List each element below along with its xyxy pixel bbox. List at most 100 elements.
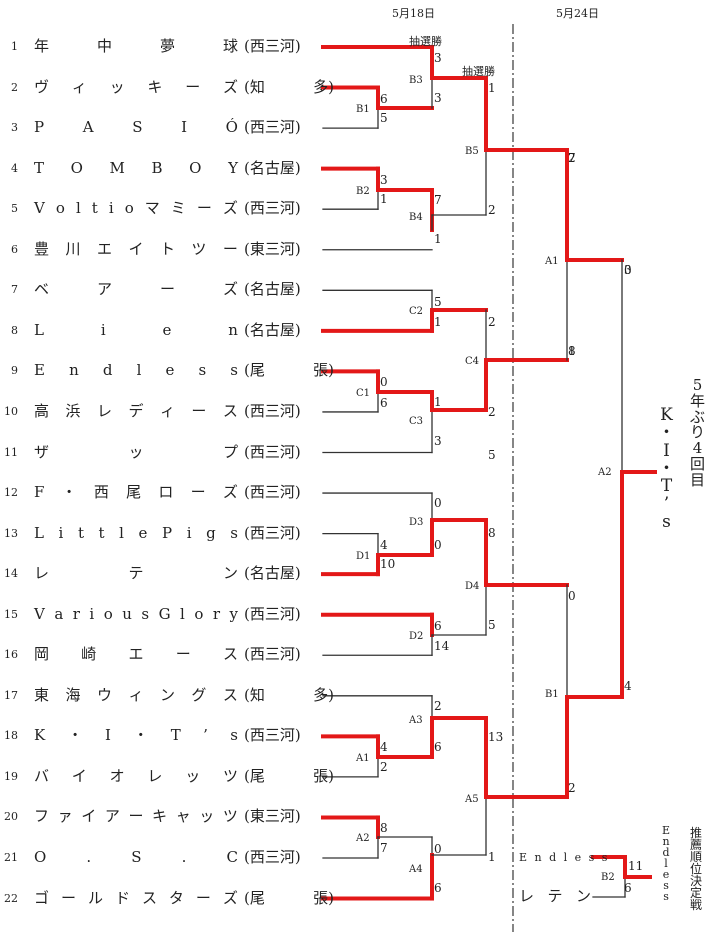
name-char: ア <box>96 280 112 299</box>
team-number: 14 <box>4 567 18 581</box>
team-region: (名古屋) <box>244 160 334 176</box>
name-char: 夢 <box>159 37 175 55</box>
vertical-char: 4 <box>692 439 703 457</box>
region-char: (西三河) <box>244 604 301 623</box>
match-label: D2 <box>409 631 424 642</box>
name-char: o <box>194 604 204 623</box>
vertical-char: 回 <box>690 454 706 473</box>
name-char: G <box>158 604 171 623</box>
name-char: 東 <box>34 685 50 704</box>
vertical-char: 薦 <box>690 838 703 852</box>
team-region: (名古屋) <box>244 282 334 297</box>
name-char: 球 <box>222 37 238 55</box>
name-char: ス <box>222 685 238 704</box>
name-char: o <box>55 199 65 218</box>
name-char: ・ <box>67 726 83 745</box>
name-char: ー <box>128 807 144 826</box>
region-char: (西三河) <box>244 645 301 664</box>
vertical-char: 決 <box>690 874 703 888</box>
match-label: D1 <box>356 551 371 562</box>
name-char: 年 <box>34 37 50 55</box>
score: 6 <box>434 740 442 754</box>
name-char: l <box>119 523 124 542</box>
name-char: L <box>34 320 44 339</box>
score: 5 <box>488 448 496 462</box>
team-number: 12 <box>4 486 18 500</box>
score: 4 <box>380 740 388 754</box>
match-label: B3 <box>409 75 423 86</box>
team-number: 1 <box>11 40 18 53</box>
name-char: ズ <box>222 77 238 96</box>
region-char: (西三河) <box>244 401 301 420</box>
score: 3 <box>380 173 388 187</box>
name-char: ィ <box>159 401 175 420</box>
name-char: . <box>86 848 92 866</box>
score: 3 <box>434 91 442 105</box>
name-char: ヴ <box>34 77 50 96</box>
name-char: y <box>229 604 238 623</box>
champion-name: K・I・T’s <box>658 406 675 532</box>
playoff-title: 推薦順位決定戦 <box>690 827 702 911</box>
team-region: (西三河) <box>244 728 334 743</box>
name-char: プ <box>222 442 238 461</box>
team-name: 豊川エイトツー <box>34 239 238 258</box>
name-char: ザ <box>34 442 50 461</box>
team-region: (西三河) <box>244 120 334 135</box>
name-char: ズ <box>222 280 238 299</box>
name-char: O <box>189 158 202 177</box>
name-char: ッ <box>109 77 125 96</box>
name-char: ズ <box>222 199 238 218</box>
team-region: (西三河) <box>244 485 334 500</box>
name-char: ー <box>175 645 191 664</box>
score: 2 <box>488 315 496 329</box>
name-char: 浜 <box>65 401 81 420</box>
region-char: (名古屋) <box>244 564 301 583</box>
team-region: (西三河) <box>244 401 334 420</box>
name-char: u <box>122 604 132 623</box>
region-char: 張) <box>313 888 334 907</box>
name-char: ー <box>191 401 207 420</box>
name-char: ド <box>114 888 130 907</box>
name-char: 海 <box>65 685 81 704</box>
score: 7 <box>568 151 576 165</box>
name-char: ツ <box>191 239 207 258</box>
match-label: A5 <box>465 794 479 805</box>
vertical-char: ’ <box>663 494 670 515</box>
team-region: (知多) <box>244 685 334 704</box>
name-char: ス <box>141 888 157 907</box>
region-char: (知 <box>244 77 265 96</box>
name-char: ッ <box>128 442 144 461</box>
region-char: (知 <box>244 685 265 704</box>
name-char: ー <box>185 77 201 96</box>
name-char: i <box>100 320 106 339</box>
name-char: 崎 <box>81 645 97 664</box>
lottery-win-note: 抽選勝 <box>409 35 442 48</box>
name-char: ァ <box>57 807 73 826</box>
region-char: (西三河) <box>244 483 301 502</box>
vertical-char: り <box>690 423 706 442</box>
region-char: 多) <box>313 77 334 96</box>
name-char: ャ <box>175 807 191 826</box>
region-char: 張) <box>313 361 334 380</box>
name-char: ベ <box>34 280 50 299</box>
team-name: ヴィッキーズ <box>34 77 238 96</box>
name-char: r <box>72 604 80 623</box>
region-char: 張) <box>313 766 334 785</box>
team-name: F・西尾ローズ <box>34 485 238 500</box>
score: 2 <box>568 781 576 795</box>
name-char: V <box>34 199 45 218</box>
team-region: (名古屋) <box>244 566 334 581</box>
score: 7 <box>380 841 388 855</box>
vertical-char: s <box>663 879 669 892</box>
name-char: s <box>230 523 238 542</box>
name-char: e <box>162 320 172 339</box>
name-char: ミ <box>170 199 186 218</box>
name-char: ッ <box>185 766 201 785</box>
match-label: B2 <box>601 872 615 883</box>
match-label: B1 <box>356 104 370 115</box>
name-char: 豊 <box>34 239 50 258</box>
